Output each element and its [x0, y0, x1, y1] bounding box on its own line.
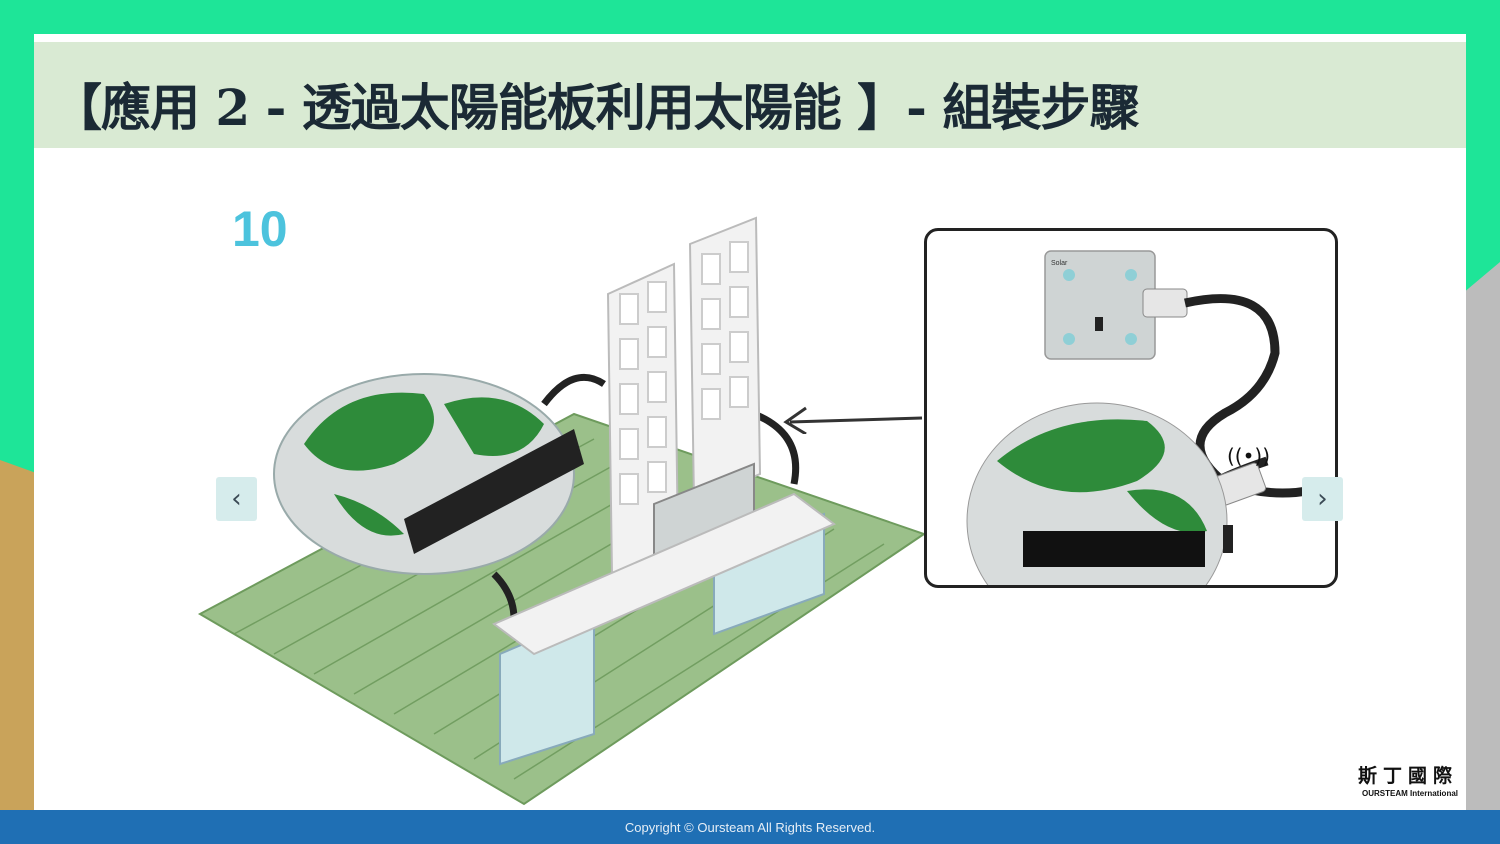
edge-connector [404, 429, 584, 554]
next-slide-button[interactable]: › [1302, 477, 1343, 521]
brand-logo: 斯丁國際 OURSTEAM International [1358, 761, 1458, 798]
title-bar: 【應用 2 - 透過太陽能板利用太陽能 】- 組裝步驟 [34, 42, 1466, 148]
slide-title: 【應用 2 - 透過太陽能板利用太陽能 】- 組裝步驟 [52, 78, 1139, 137]
pointer-arrow [783, 406, 923, 434]
chevron-left-icon: ‹ [231, 484, 242, 514]
solar-module-label: Solar [1051, 260, 1068, 267]
detail-illustration: Solar ((•)) [966, 250, 1335, 585]
brand-name-en: OURSTEAM International [1362, 789, 1459, 798]
detail-inset: Solar ((•)) [924, 228, 1338, 588]
usb-plug [1142, 288, 1188, 318]
footer: Copyright © Oursteam All Rights Reserved… [0, 810, 1500, 844]
radio-waves-icon: ((•)) [1227, 444, 1270, 468]
copyright-text: Copyright © Oursteam All Rights Reserved… [624, 820, 876, 835]
background-shape-right [1460, 262, 1500, 822]
assembly-illustration [197, 216, 927, 806]
step-number: 10 [232, 201, 288, 257]
prev-slide-button[interactable]: ‹ [216, 477, 257, 521]
white-panel-right [688, 216, 762, 504]
solar-module-detail [1044, 250, 1156, 360]
white-rail [492, 492, 836, 656]
white-panel-left [606, 262, 680, 576]
slide: 【應用 2 - 透過太陽能板利用太陽能 】- 組裝步驟 10 [34, 34, 1466, 810]
chevron-right-icon: › [1317, 484, 1328, 514]
edge-connector-detail [1023, 531, 1205, 567]
background-shape-left [0, 460, 40, 820]
brand-name-cn: 斯丁國際 [1358, 765, 1459, 787]
